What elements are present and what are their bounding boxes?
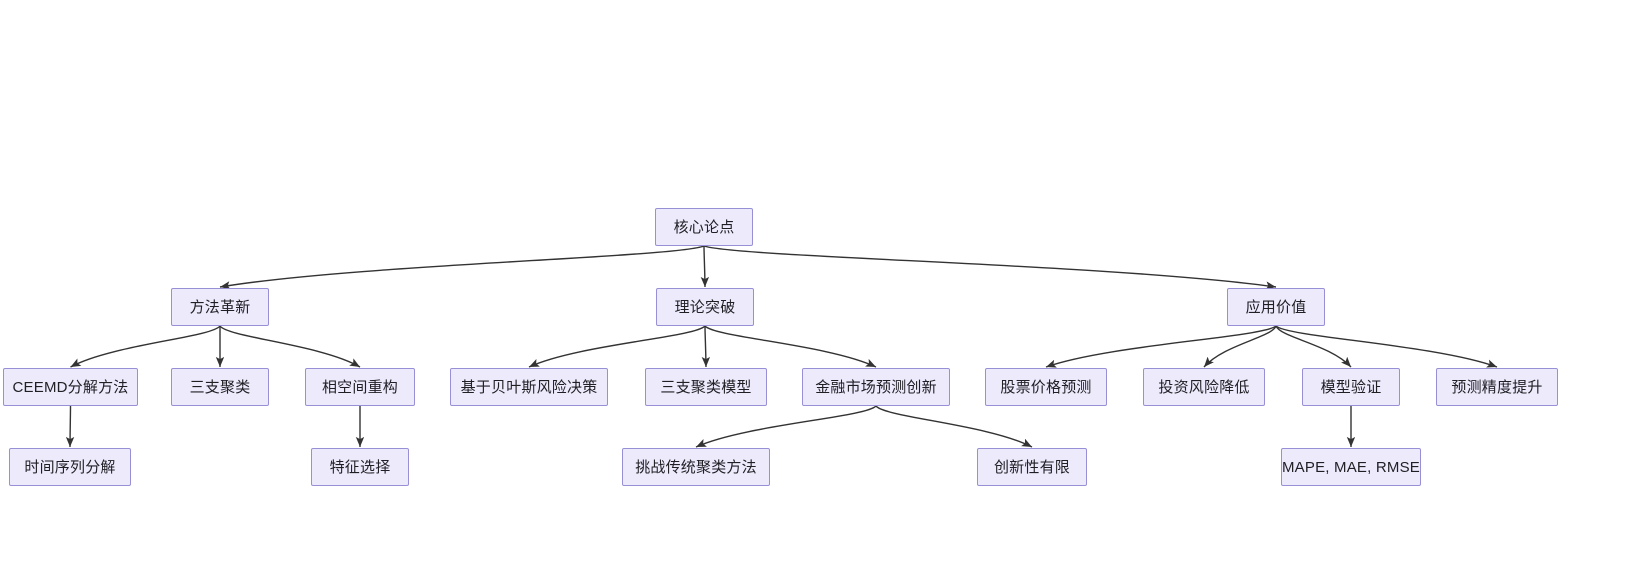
flow-node-label: 三支聚类	[189, 378, 251, 396]
flow-edge-l1c-to-l2j	[1275, 325, 1498, 368]
flow-edge-l1b-to-l2d	[528, 325, 706, 368]
flow-node-label: 相空间重构	[321, 378, 398, 396]
flow-node-label: 三支聚类模型	[660, 378, 752, 396]
flow-node-l1c[interactable]: 应用价值	[1227, 288, 1325, 326]
flow-edge-root-to-l1a	[219, 245, 705, 290]
flow-node-label: 股票价格预测	[1000, 378, 1092, 396]
flow-node-l2c[interactable]: 相空间重构	[305, 368, 415, 406]
flow-edge-l1b-to-l2f	[704, 325, 877, 368]
flow-node-l2j[interactable]: 预测精度提升	[1436, 368, 1558, 406]
flow-node-label: 投资风险降低	[1158, 378, 1250, 396]
flow-node-l2i[interactable]: 模型验证	[1302, 368, 1400, 406]
flow-node-l2e[interactable]: 三支聚类模型	[645, 368, 767, 406]
flow-node-label: MAPE, MAE, RMSE	[1281, 458, 1421, 476]
flow-node-l2a[interactable]: CEEMD分解方法	[3, 368, 138, 406]
flow-node-label: 模型验证	[1320, 378, 1382, 396]
flow-node-label: 创新性有限	[993, 458, 1070, 476]
flow-node-label: 核心论点	[673, 218, 735, 236]
flow-node-label: 预测精度提升	[1451, 378, 1543, 396]
flow-node-label: CEEMD分解方法	[12, 378, 129, 396]
flow-node-root[interactable]: 核心论点	[655, 208, 753, 246]
flow-edge-l1c-to-l2g	[1045, 325, 1277, 368]
flow-node-label: 理论突破	[674, 298, 736, 316]
flow-edge-l1c-to-l2i	[1275, 325, 1352, 368]
flow-edge-l2f-to-l3c	[695, 405, 877, 448]
flow-node-l2d[interactable]: 基于贝叶斯风险决策	[450, 368, 608, 406]
flow-node-label: 时间序列分解	[24, 458, 116, 476]
flow-node-l3d[interactable]: 创新性有限	[977, 448, 1087, 486]
flow-edge-root-to-l1b	[700, 245, 710, 288]
flow-node-l3c[interactable]: 挑战传统聚类方法	[622, 448, 770, 486]
flow-edge-l1a-to-l2c	[219, 325, 361, 368]
flow-node-l3a[interactable]: 时间序列分解	[9, 448, 131, 486]
flow-edge-l2f-to-l3d	[875, 405, 1033, 448]
flow-edge-l2a-to-l3a	[65, 405, 75, 448]
flow-edge-l1c-to-l2h	[1203, 325, 1277, 368]
flow-node-l2f[interactable]: 金融市场预测创新	[802, 368, 950, 406]
flow-node-l2b[interactable]: 三支聚类	[171, 368, 269, 406]
flow-node-label: 应用价值	[1245, 298, 1307, 316]
flow-node-label: 基于贝叶斯风险决策	[460, 378, 598, 396]
flow-edge-l1b-to-l2e	[701, 325, 711, 368]
flow-edge-root-to-l1c	[703, 245, 1277, 290]
flow-node-label: 特征选择	[329, 458, 391, 476]
flow-node-l3b[interactable]: 特征选择	[311, 448, 409, 486]
flow-node-l2g[interactable]: 股票价格预测	[985, 368, 1107, 406]
flow-node-label: 金融市场预测创新	[815, 378, 937, 396]
flow-node-l3e[interactable]: MAPE, MAE, RMSE	[1281, 448, 1421, 486]
flow-node-l1a[interactable]: 方法革新	[171, 288, 269, 326]
flow-node-label: 方法革新	[189, 298, 251, 316]
flow-node-label: 挑战传统聚类方法	[635, 458, 757, 476]
flow-node-l2h[interactable]: 投资风险降低	[1143, 368, 1265, 406]
flow-edge-l1a-to-l2a	[70, 325, 221, 368]
flow-node-l1b[interactable]: 理论突破	[656, 288, 754, 326]
